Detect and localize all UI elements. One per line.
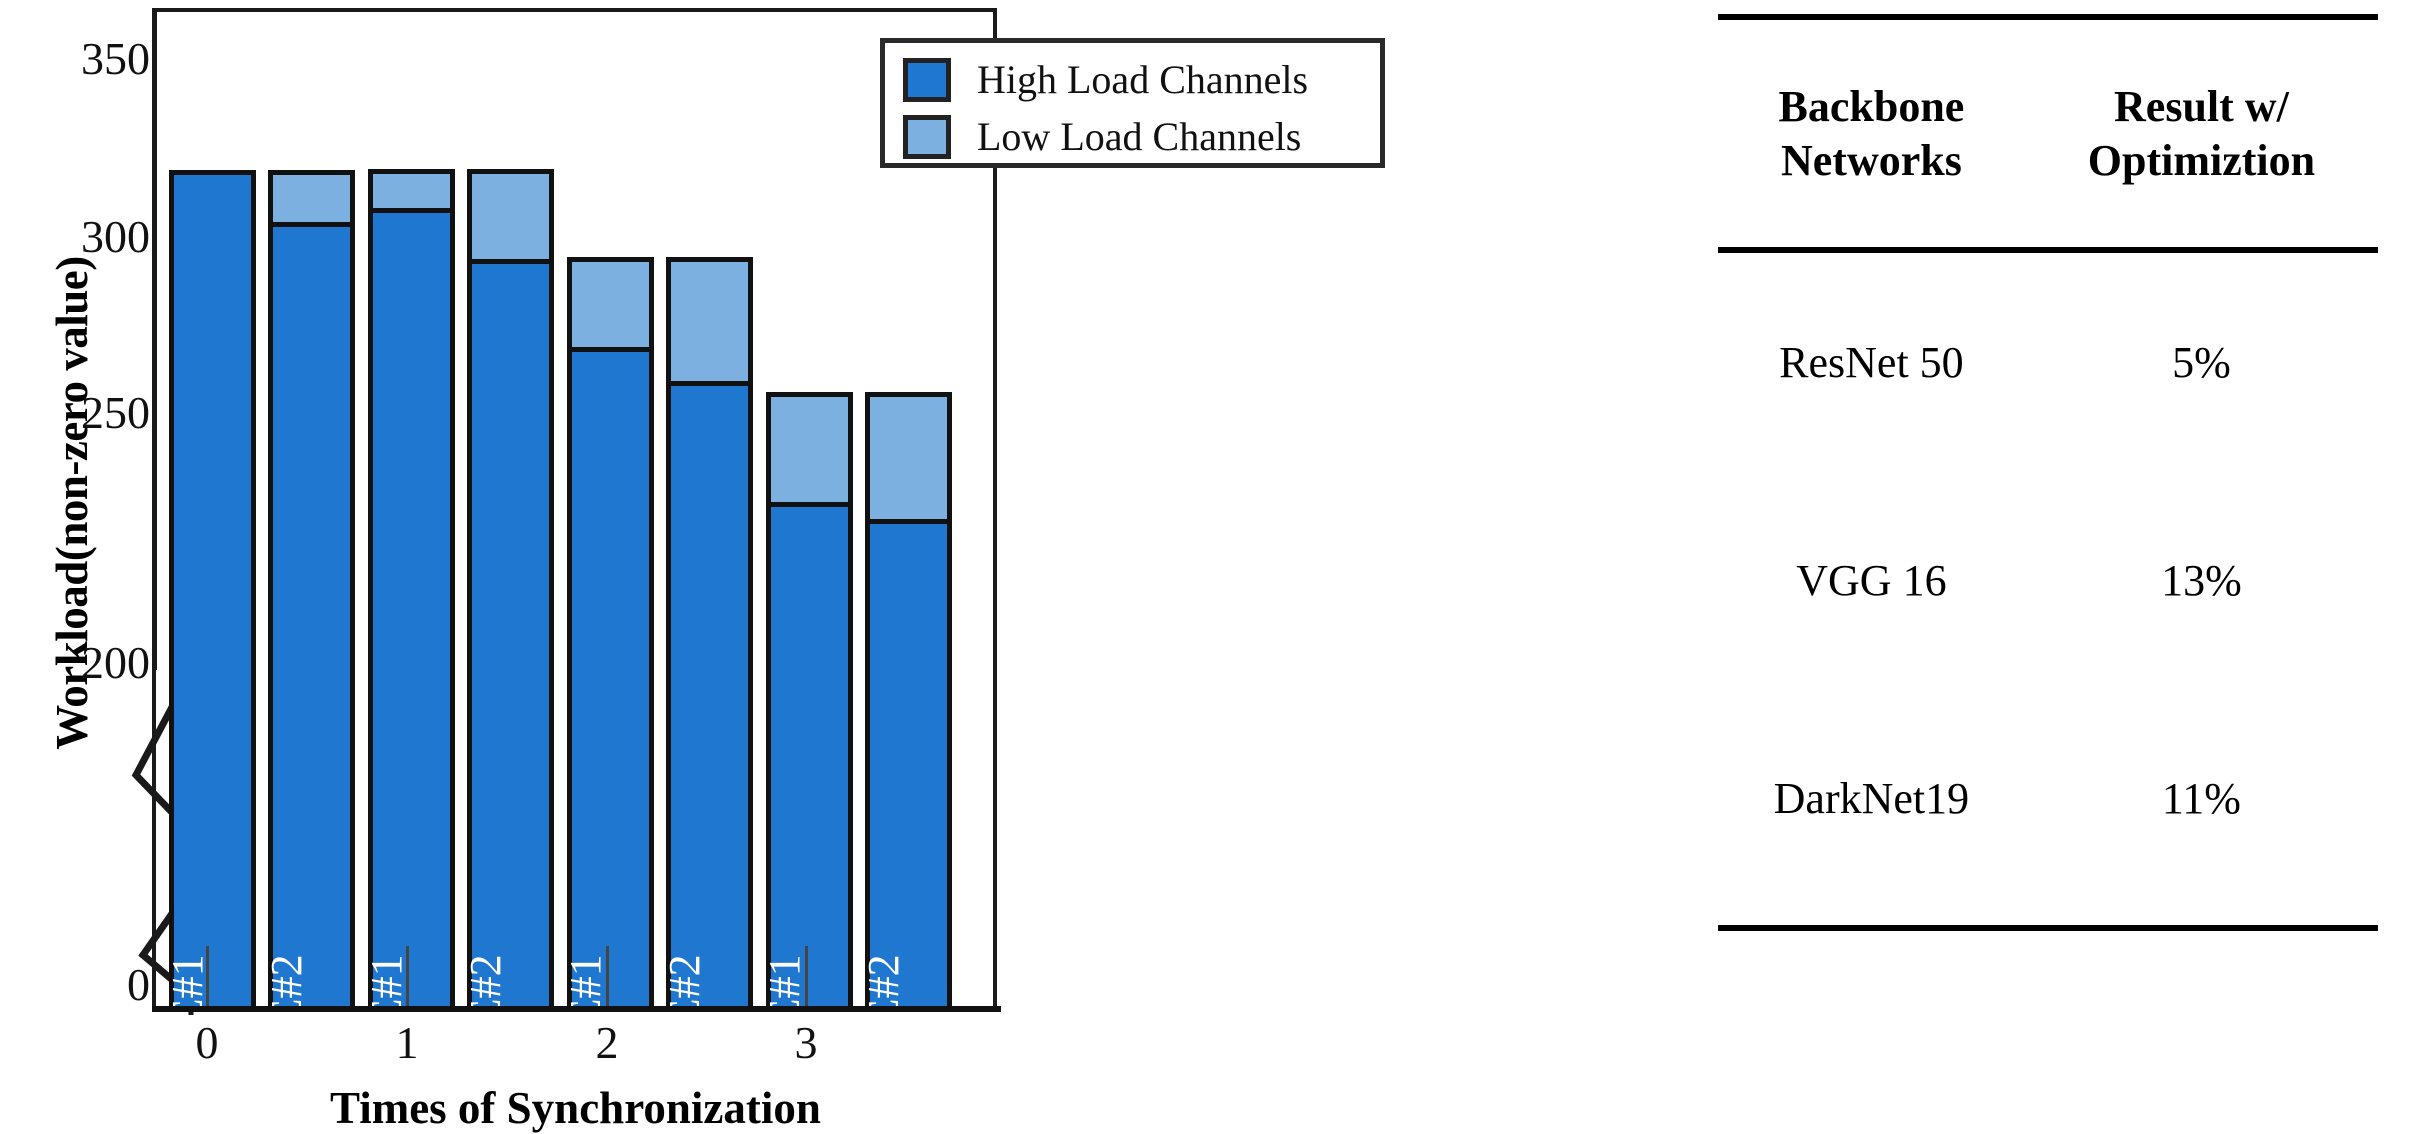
x-tick-label-3: 3: [794, 1017, 818, 1068]
x-tick-label-0: 0: [195, 1017, 219, 1068]
results-table: Backbone Networks Result w/ Optimiztion …: [1718, 20, 2378, 907]
y-tick-label-0: 0: [127, 959, 150, 1010]
bar-segment-low-load: [771, 397, 848, 507]
table-header-line-2: Optimiztion: [2087, 135, 2316, 185]
y-axis-spine: [152, 8, 157, 670]
table-cell-result: 11%: [2161, 773, 2241, 823]
x-tick-mark-2: [606, 946, 609, 1006]
bar-segment-low-load: [472, 174, 549, 264]
table-header-backbone-networks: Backbone Networks: [1718, 20, 2025, 250]
bar-pe1-sync1[interactable]: PE#1: [362, 169, 455, 1050]
legend-label-high-load: High Load Channels: [977, 57, 1309, 102]
bar-label: PE#2: [858, 954, 908, 1050]
table-header-line-1: Result w/: [2114, 81, 2289, 131]
legend-swatch-low-load-icon: [903, 114, 951, 159]
bar-label: PE#2: [261, 954, 311, 1050]
x-tick-label-1: 1: [395, 1017, 419, 1068]
bar-chart-panel: Workload(non-zero value) 350 300 250 200…: [0, 0, 1385, 1133]
x-axis-spine: [152, 1006, 1001, 1012]
y-tick-label-300: 300: [81, 211, 150, 262]
table-row: VGG 16 13%: [1718, 471, 2378, 689]
bar-pe2-sync3[interactable]: PE#2: [859, 392, 952, 1050]
legend-item-low-load: Low Load Channels: [903, 108, 1362, 165]
legend-label-low-load: Low Load Channels: [977, 114, 1302, 159]
bar-pe2-sync0[interactable]: PE#2: [262, 170, 355, 1050]
bar-segment-low-load: [273, 175, 350, 227]
bar-pe1-sync0[interactable]: PE#1: [163, 170, 256, 1050]
y-axis-tick-labels: 350 300 250 200 0: [0, 0, 150, 1099]
table-cell-result: 5%: [2024, 247, 2378, 471]
x-tick-label-2: 2: [595, 1017, 619, 1068]
x-tick-mark-0: [206, 946, 209, 1006]
y-tick-label-200: 200: [81, 637, 150, 688]
bar-segment-low-load: [870, 397, 947, 524]
table-cell-backbone: DarkNet19: [1773, 773, 1970, 823]
table-rule-bottom: [1718, 925, 2378, 931]
bars-layer: PE#1 PE#2 PE#1 PE#2 PE#1 PE#2 PE#1: [157, 12, 995, 1050]
bar-pe2-sync2[interactable]: PE#2: [660, 257, 753, 1050]
bar-segment-low-load: [572, 262, 649, 352]
y-tick-label-250: 250: [81, 387, 150, 438]
x-tick-mark-1: [406, 946, 409, 1006]
table-row: DarkNet19 11%: [1718, 689, 2378, 907]
x-axis-title: Times of Synchronization: [330, 1083, 821, 1133]
results-table-panel: Backbone Networks Result w/ Optimiztion …: [1700, 0, 2411, 1099]
table-header-line-1: Backbone: [1778, 81, 1965, 131]
y-tick-label-350: 350: [81, 33, 150, 84]
table-cell-backbone: ResNet 50: [1718, 247, 2025, 471]
chart-legend: High Load Channels Low Load Channels: [880, 38, 1385, 168]
bar-segment-low-load: [373, 174, 450, 213]
bar-label: PE#2: [659, 954, 709, 1050]
legend-swatch-high-load-icon: [903, 57, 951, 102]
table-cell-result: 13%: [2161, 555, 2242, 605]
bar-pe1-sync3[interactable]: PE#1: [760, 392, 853, 1050]
table-row: ResNet 50 5%: [1718, 247, 2378, 471]
bar-segment-low-load: [671, 262, 748, 386]
legend-item-high-load: High Load Channels: [903, 51, 1362, 108]
table-rule-top: [1718, 14, 2378, 20]
bar-label: PE#2: [460, 954, 510, 1050]
bar-pe1-sync2[interactable]: PE#1: [561, 257, 654, 1050]
table-cell-backbone: VGG 16: [1796, 555, 1947, 605]
table-header-line-2: Networks: [1780, 135, 1962, 185]
x-tick-mark-3: [805, 946, 808, 1006]
bar-pe2-sync1[interactable]: PE#2: [461, 169, 554, 1050]
table-header-result-with-optimization: Result w/ Optimiztion: [2025, 20, 2378, 250]
